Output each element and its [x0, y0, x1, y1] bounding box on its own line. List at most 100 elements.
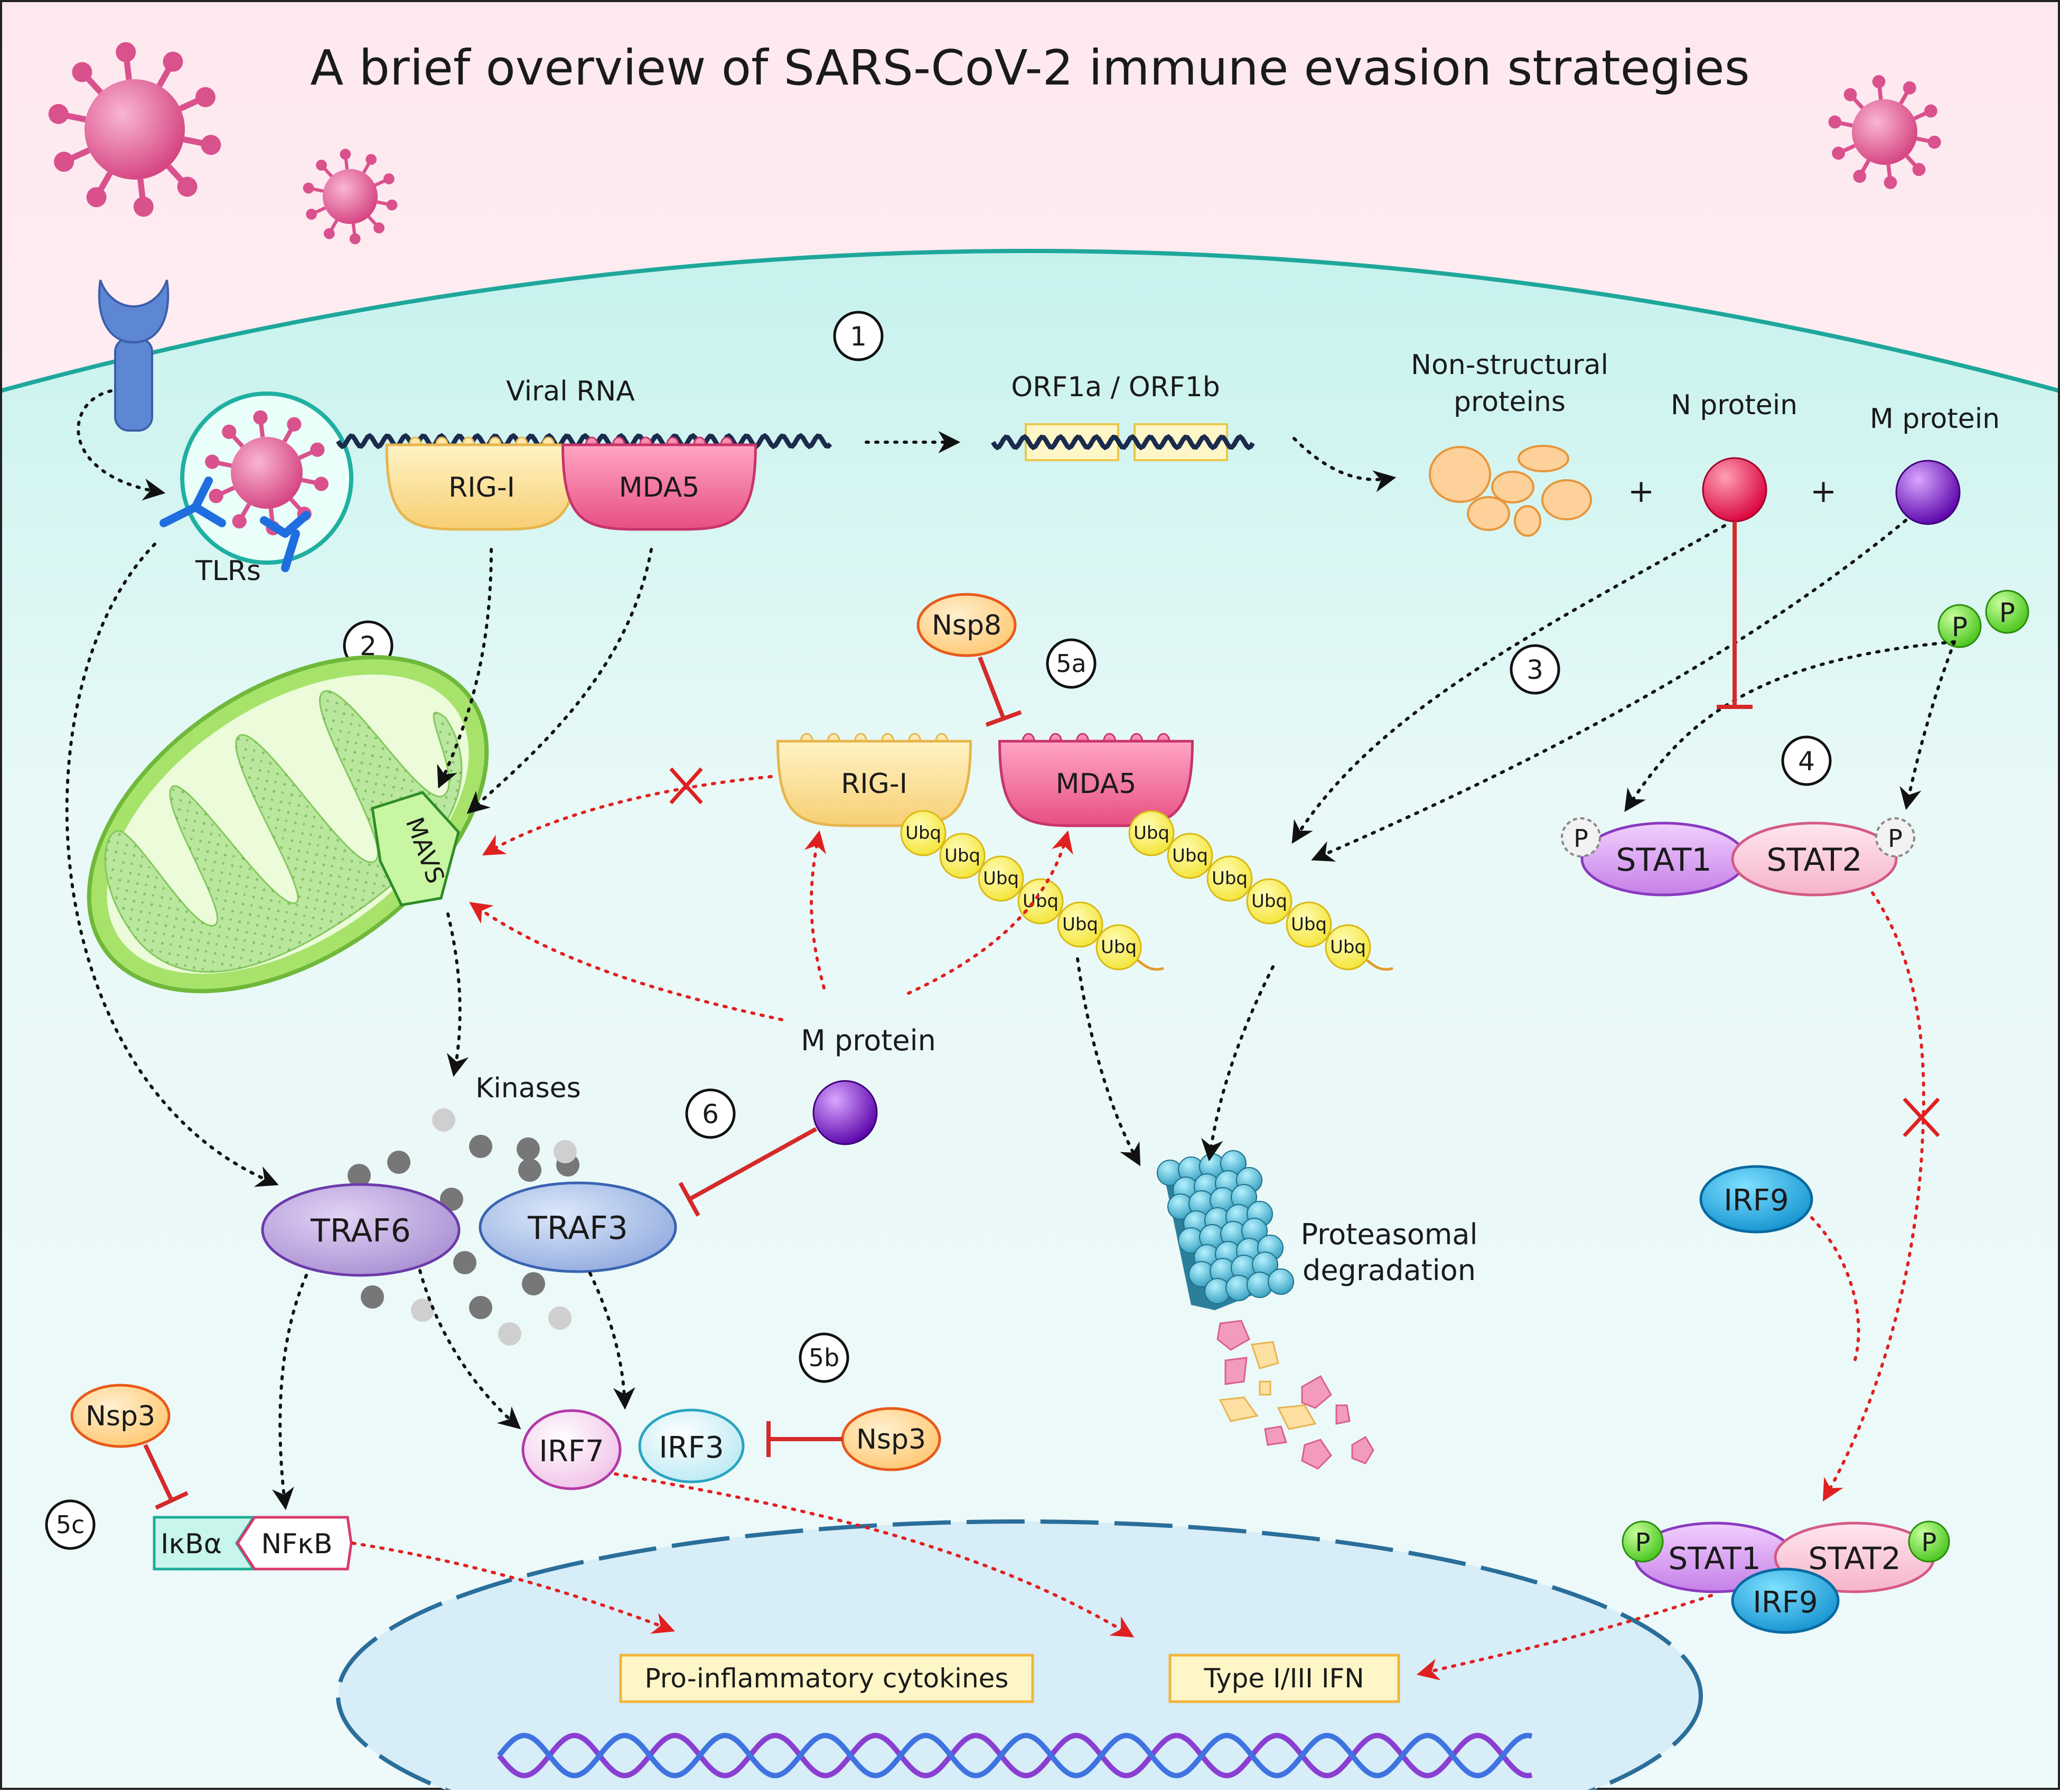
svg-text:STAT1: STAT1 [1668, 1541, 1761, 1576]
traf3-protein: TRAF3 [479, 1181, 677, 1273]
mda5-sensor: MDA5 [998, 733, 1194, 827]
m-protein [1895, 460, 1961, 525]
viral-rna-label: Viral RNA [506, 376, 635, 407]
svg-text:Ubq: Ubq [1291, 914, 1327, 935]
nfkb-protein: NFκB [236, 1516, 353, 1571]
step-3-marker: 3 [1510, 644, 1560, 695]
step-5a-marker: 5a [1046, 638, 1097, 689]
evasion-arrows [351, 775, 1925, 1681]
tlr-receptor [160, 477, 311, 572]
step-4-marker: 4 [1781, 735, 1832, 786]
svg-text:MDA5: MDA5 [1056, 768, 1137, 800]
blocked-mark-icon [669, 767, 703, 805]
svg-text:Ubq: Ubq [1172, 845, 1208, 866]
cytokines-gene-box: Pro-inflammatory cytokines [619, 1654, 1034, 1703]
svg-text:Ubq: Ubq [1212, 868, 1248, 889]
svg-text:P: P [1922, 1528, 1937, 1557]
nsp3-protein: Nsp3 [70, 1384, 171, 1448]
step-5b-marker: 5b [799, 1332, 849, 1383]
m-protein-label-mid: M protein [801, 1024, 936, 1057]
blocked-mark-icon [1903, 1097, 1940, 1137]
nsp-label-line2: proteins [1454, 386, 1566, 418]
svg-text:Nsp3: Nsp3 [856, 1424, 926, 1455]
svg-text:NFκB: NFκB [261, 1528, 332, 1560]
traf6-protein: TRAF6 [261, 1183, 461, 1277]
svg-text:IκBα: IκBα [161, 1528, 222, 1560]
nsp3-protein: Nsp3 [841, 1407, 941, 1471]
svg-text:Ubq: Ubq [1062, 914, 1098, 935]
svg-text:P: P [1888, 824, 1903, 853]
kinase-particles [348, 1108, 579, 1346]
svg-text:Nsp8: Nsp8 [932, 610, 1001, 641]
irf7-protein: IRF7 [521, 1409, 622, 1490]
viral-rna [336, 433, 832, 450]
svg-text:Ubq: Ubq [983, 868, 1019, 889]
svg-text:Ubq: Ubq [1134, 823, 1169, 844]
proteasome-label-line2: degradation [1303, 1254, 1476, 1287]
step-1-marker: 1 [833, 311, 884, 361]
ikba-protein: IκBα [153, 1516, 256, 1571]
kinases-label: Kinases [475, 1072, 581, 1104]
m-protein-label-top: M protein [1870, 403, 2000, 435]
page-title: A brief overview of SARS-CoV-2 immune ev… [310, 40, 1749, 96]
rig-i-sensor: RIG-I [776, 733, 972, 827]
n-protein-label: N protein [1671, 389, 1797, 421]
svg-text:Pro-inflammatory cytokines: Pro-inflammatory cytokines [645, 1663, 1009, 1694]
inhibition-lines [143, 521, 1753, 1510]
irf3-protein: IRF3 [638, 1408, 745, 1483]
virus-icon [303, 148, 398, 245]
orf-label: ORF1a / ORF1b [1011, 371, 1220, 403]
svg-text:Type I/III IFN: Type I/III IFN [1203, 1663, 1364, 1694]
svg-text:MDA5: MDA5 [619, 472, 700, 503]
nsp8-protein: Nsp8 [916, 593, 1017, 657]
svg-text:IRF9: IRF9 [1724, 1183, 1789, 1218]
peptide-fragments [1216, 1320, 1374, 1470]
svg-text:5a: 5a [1056, 649, 1086, 678]
svg-text:P: P [1952, 612, 1968, 642]
n-protein [1702, 457, 1767, 522]
tlrs-label: TLRs [195, 555, 261, 587]
svg-text:P: P [1574, 824, 1588, 853]
non-structural-proteins [1429, 445, 1592, 537]
svg-text:3: 3 [1527, 655, 1543, 685]
svg-text:Ubq: Ubq [1330, 937, 1366, 958]
surface-receptor [98, 279, 170, 432]
mda5-sensor: MDA5 [561, 436, 757, 531]
virus-icon [205, 410, 329, 536]
svg-text:P: P [1999, 598, 2015, 628]
cell-membrane [0, 249, 2060, 1792]
phosphate-group: P [1937, 604, 1982, 648]
phosphate-group: P [1985, 590, 2029, 634]
svg-text:P: P [1635, 1528, 1651, 1557]
activation-arrows [65, 389, 1956, 1510]
step-6-marker: 6 [685, 1088, 736, 1139]
svg-text:RIG-I: RIG-I [841, 768, 907, 800]
svg-text:STAT2: STAT2 [1808, 1541, 1900, 1576]
svg-text:Nsp3: Nsp3 [86, 1401, 155, 1432]
svg-text:Ubq: Ubq [905, 823, 941, 844]
svg-text:TRAF6: TRAF6 [310, 1212, 411, 1249]
ifn-gene-box: Type I/III IFN [1168, 1654, 1400, 1703]
svg-text:STAT1: STAT1 [1616, 842, 1711, 879]
stat-dimer-unphosphorylated: STAT1 STAT2 P P [1561, 817, 1915, 897]
svg-text:IRF9: IRF9 [1753, 1585, 1818, 1620]
svg-text:RIG-I: RIG-I [448, 472, 515, 503]
svg-text:IRF3: IRF3 [659, 1431, 724, 1465]
svg-text:Ubq: Ubq [1101, 937, 1137, 958]
svg-text:TRAF3: TRAF3 [527, 1210, 628, 1247]
svg-text:Ubq: Ubq [1023, 891, 1059, 912]
svg-text:STAT2: STAT2 [1766, 842, 1862, 879]
step-5c-marker: 5c [45, 1499, 96, 1550]
proteasome [1157, 1150, 1294, 1310]
rig-i-sensor: RIG-I [385, 436, 578, 531]
proteasome-label-line1: Proteasomal [1300, 1218, 1477, 1251]
svg-text:4: 4 [1798, 746, 1815, 777]
virus-icon [1828, 75, 1941, 189]
m-protein [812, 1080, 878, 1145]
svg-text:Ubq: Ubq [944, 845, 980, 866]
virus-icon [48, 42, 221, 217]
svg-text:6: 6 [702, 1099, 719, 1130]
svg-text:5b: 5b [809, 1343, 839, 1372]
mitochondrion [87, 655, 489, 993]
